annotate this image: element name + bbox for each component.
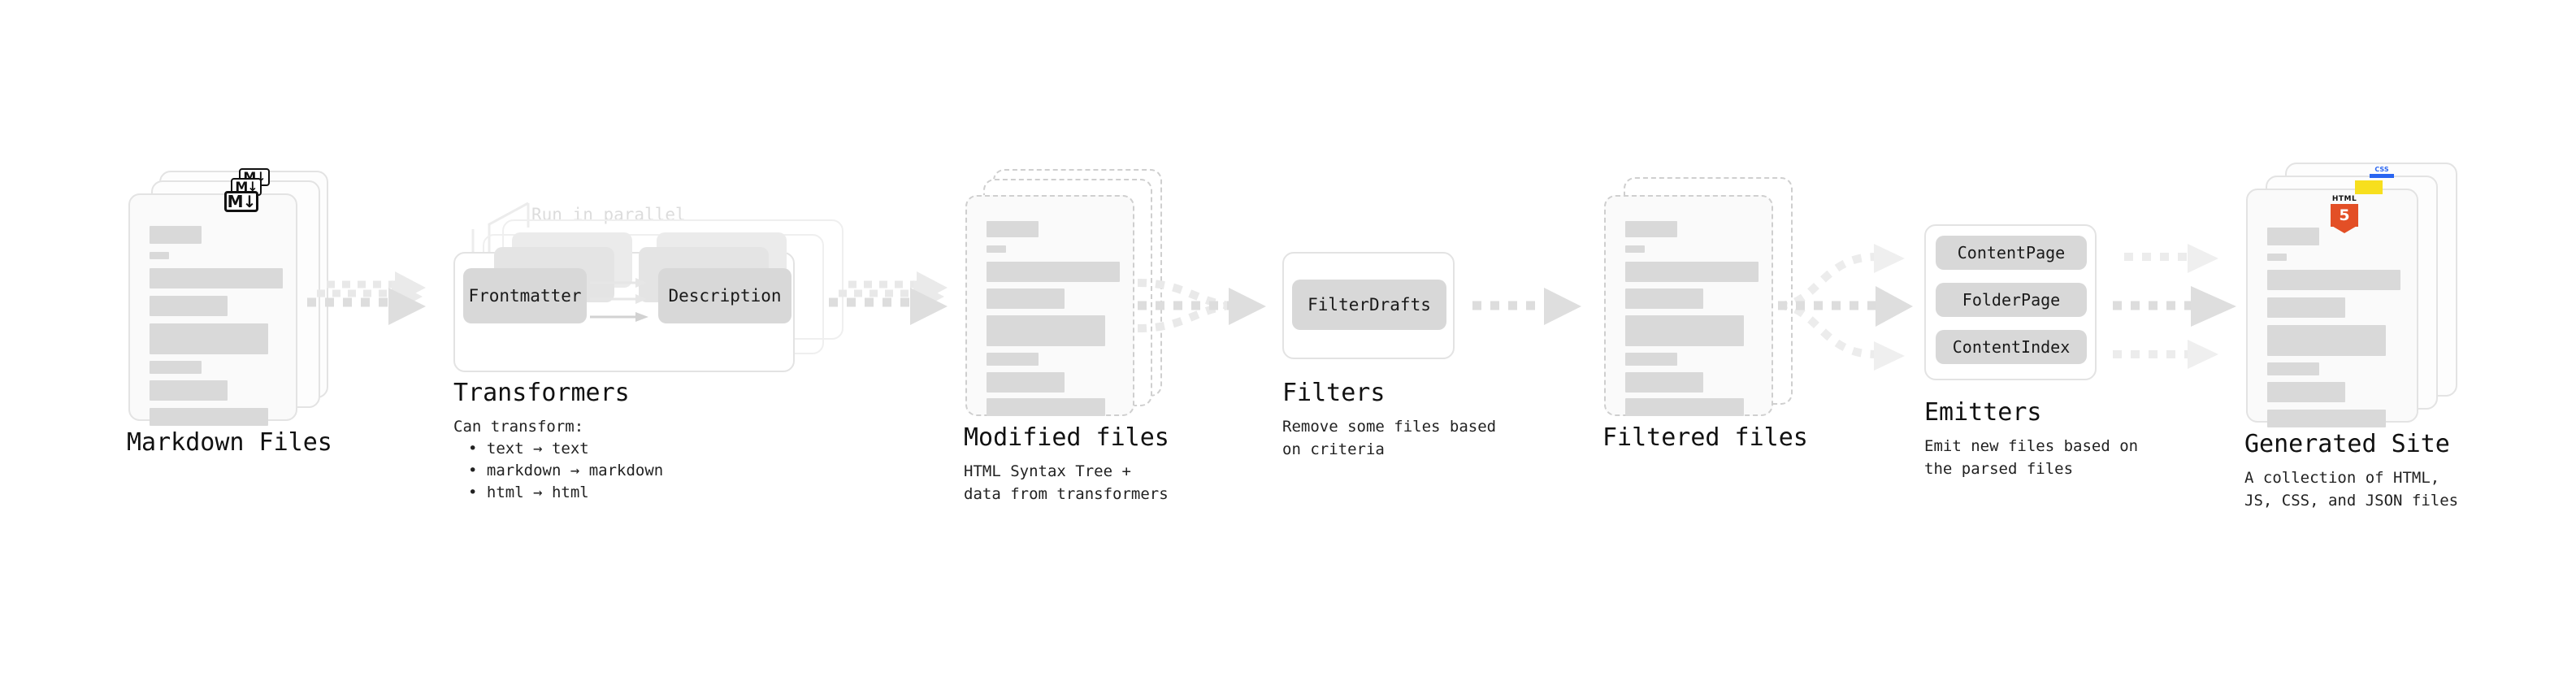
doc-bar bbox=[1625, 315, 1744, 346]
html5-five: 5 bbox=[2339, 206, 2350, 224]
connector-modified-to-filters bbox=[1137, 279, 1266, 332]
doc-bar bbox=[2267, 382, 2345, 402]
emitters-subtitle: Emit new files based on the parsed files bbox=[1924, 437, 2139, 478]
doc-bar bbox=[2267, 410, 2386, 427]
generated-site-title: Generated Site bbox=[2244, 430, 2450, 458]
doc-bar bbox=[150, 408, 268, 426]
filters-title: Filters bbox=[1282, 379, 1386, 407]
markdown-badge-m: M bbox=[227, 192, 244, 211]
html5-shield: 5 bbox=[2331, 204, 2358, 227]
doc-bar bbox=[1625, 288, 1703, 309]
doc-bar bbox=[150, 268, 283, 288]
doc-bar bbox=[150, 296, 228, 316]
transformers-bullet-2: • html → html bbox=[468, 484, 589, 501]
doc-bar bbox=[987, 372, 1065, 393]
doc-bar bbox=[150, 361, 202, 374]
modified-files-title: Modified files bbox=[964, 423, 1169, 452]
css-badge: CSS bbox=[2370, 166, 2394, 180]
doc-bar bbox=[987, 288, 1065, 309]
filtered-file-card-front bbox=[1604, 195, 1773, 416]
doc-bar bbox=[987, 262, 1120, 282]
doc-bar bbox=[1625, 372, 1703, 393]
doc-bar bbox=[1625, 245, 1645, 253]
doc-bar bbox=[1625, 398, 1744, 416]
generated-site-subtitle: A collection of HTML, JS, CSS, and JSON … bbox=[2244, 469, 2459, 510]
doc-bar bbox=[987, 221, 1039, 237]
doc-bar bbox=[1625, 262, 1759, 282]
markdown-file-card-front bbox=[128, 193, 297, 426]
connector-filters-to-filtered bbox=[1472, 288, 1581, 325]
filtered-files-title: Filtered files bbox=[1602, 423, 1808, 452]
doc-bar bbox=[150, 380, 228, 401]
emitter-chip-contentindex[interactable]: ContentIndex bbox=[1936, 330, 2087, 364]
transformers-title: Transformers bbox=[453, 379, 630, 407]
transformers-bullet-0: • text → text bbox=[468, 440, 589, 458]
css-badge-label: CSS bbox=[2374, 166, 2389, 173]
transformers-subtitle: Can transform: bbox=[453, 418, 584, 436]
html5-badge-label: HTML bbox=[2331, 195, 2357, 203]
html5-badge: HTML 5 bbox=[2329, 195, 2360, 234]
transformer-inner-arrows bbox=[590, 278, 648, 322]
doc-bar bbox=[1625, 353, 1677, 366]
transformer-chip-frontmatter[interactable]: Frontmatter bbox=[463, 268, 587, 323]
doc-bar bbox=[150, 252, 169, 259]
emitter-chip-contentpage[interactable]: ContentPage bbox=[1936, 236, 2087, 270]
filter-chip-filterdrafts[interactable]: FilterDrafts bbox=[1292, 280, 1446, 330]
markdown-badge-arrow: ↓ bbox=[247, 179, 258, 194]
connector-transformers-to-modified bbox=[829, 271, 948, 325]
doc-bar bbox=[2267, 297, 2345, 318]
doc-bar bbox=[987, 353, 1039, 366]
doc-bar bbox=[150, 323, 268, 354]
doc-bar bbox=[2267, 228, 2319, 245]
js-badge bbox=[2355, 180, 2383, 194]
emitter-chip-folderpage[interactable]: FolderPage bbox=[1936, 283, 2087, 317]
doc-bar bbox=[2267, 325, 2386, 356]
doc-bar bbox=[1625, 221, 1677, 237]
connector-filtered-to-emitters bbox=[1777, 244, 1913, 371]
markdown-files-title: Markdown Files bbox=[127, 428, 332, 457]
emitters-title: Emitters bbox=[1924, 398, 2042, 427]
site-file-card-html bbox=[2246, 189, 2418, 427]
transformer-chip-description[interactable]: Description bbox=[658, 268, 791, 323]
doc-bar bbox=[987, 245, 1006, 253]
css-badge-bar bbox=[2370, 174, 2394, 178]
modified-file-card-front bbox=[965, 195, 1134, 416]
modified-files-subtitle: HTML Syntax Tree + data from transformer… bbox=[964, 462, 1169, 503]
filters-subtitle: Remove some files based on criteria bbox=[1282, 418, 1497, 458]
connector-emitters-to-site bbox=[2113, 244, 2236, 369]
markdown-badge-m: M bbox=[235, 179, 248, 194]
run-in-parallel-label: Run in parallel bbox=[531, 205, 686, 224]
doc-bar bbox=[150, 226, 202, 244]
doc-bar bbox=[987, 315, 1105, 346]
markdown-badge-front: M↓ bbox=[224, 191, 258, 212]
transformers-bullet-1: • markdown → markdown bbox=[468, 462, 664, 479]
doc-bar bbox=[2267, 362, 2319, 375]
doc-bar bbox=[2267, 270, 2400, 290]
markdown-badge-arrow: ↓ bbox=[242, 192, 257, 211]
doc-bar bbox=[2267, 254, 2287, 261]
connector-md-to-transformers bbox=[307, 271, 426, 325]
doc-bar bbox=[987, 398, 1105, 416]
